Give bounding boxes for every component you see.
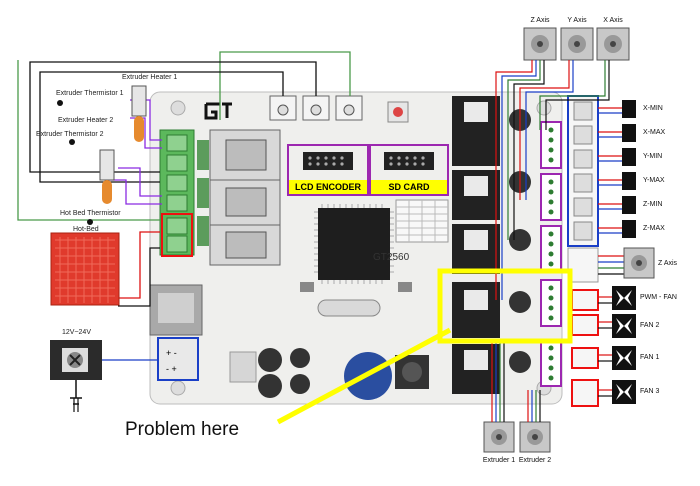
hot-bed-label: Hot-Bed: [73, 226, 99, 233]
extruder-thermistor-2-label: Extruder Thermistor 2: [36, 131, 104, 138]
z-axis-connector-right: [567, 247, 599, 283]
fan-label-1: FAN 1: [640, 354, 660, 361]
thermistor-1-icon: [57, 100, 63, 106]
endstop-label-x-min: X-MIN: [643, 105, 663, 112]
power-supply-label: 12V~24V: [62, 329, 91, 336]
problem-pointer-line: [276, 327, 452, 425]
extruder-heater-2-label: Extruder Heater 2: [58, 117, 114, 124]
thermistor-2-icon: [69, 139, 75, 145]
motor-label-z-axis: Z Axis: [530, 17, 550, 24]
fan-label-3: FAN 3: [640, 388, 660, 395]
fan-label-pwm: PWM - FAN: [640, 294, 677, 301]
sd-card-header: [369, 144, 449, 196]
hot-bed: [50, 232, 120, 306]
endstop-label-z-min: Z-MIN: [643, 201, 663, 208]
gt-logo: [204, 102, 232, 120]
endstop-label-x-max: X-MAX: [643, 129, 666, 136]
fan-icons: [612, 286, 636, 404]
endstop-switches: [622, 100, 636, 238]
motor-connectors: [540, 121, 562, 387]
hot-bed-thermistor-label: Hot Bed Thermistor: [60, 210, 121, 217]
stepper-motor-icon: [623, 247, 655, 279]
mount-hole: [170, 100, 186, 116]
mosfets: [209, 129, 281, 266]
svg-text:+ -: + -: [166, 348, 177, 358]
power-terminal: [157, 337, 199, 381]
power-supply: [50, 340, 102, 412]
motor-label-y-axis: Y Axis: [567, 17, 587, 24]
endstop-label-z-max: Z-MAX: [643, 225, 665, 232]
heater-cartridge-2: [99, 149, 115, 204]
motor-label-extruder-1: Extruder 1: [482, 457, 516, 464]
mcu-chip: [318, 208, 390, 280]
sd-card-label: SD CARD: [371, 180, 447, 194]
motor-label-z-axis-right: Z Axis: [658, 260, 678, 267]
stepper-motor-icon: [483, 421, 551, 453]
board-name-label: GT2560: [373, 252, 410, 263]
endstop-connectors: [567, 95, 599, 247]
top-connectors: [269, 95, 363, 121]
mount-hole: [536, 100, 552, 116]
heater-cartridge-1: [131, 85, 147, 142]
endstop-label-y-max: Y-MAX: [643, 177, 665, 184]
lcd-encoder-label: LCD ENCODER: [289, 180, 367, 194]
problem-highlight-box: [437, 268, 573, 344]
stepper-motor-icon: [523, 27, 630, 61]
hotbed-thermistor-icon: [87, 219, 93, 225]
lcd-encoder-header: [287, 144, 369, 196]
crystal: [317, 299, 381, 317]
mount-hole: [170, 380, 186, 396]
problem-annotation: Problem here: [125, 419, 240, 440]
motor-label-extruder-2: Extruder 2: [518, 457, 552, 464]
motor-label-x-axis: X Axis: [603, 17, 623, 24]
fan-label-2: FAN 2: [640, 322, 660, 329]
heater-terminals: [159, 129, 209, 257]
extruder-thermistor-1-label: Extruder Thermistor 1: [56, 90, 124, 97]
driver-slots: [452, 96, 500, 394]
svg-text:- +: - +: [166, 364, 177, 374]
endstop-label-y-min: Y-MIN: [643, 153, 663, 160]
extruder-heater-1-label: Extruder Heater 1: [122, 74, 178, 81]
fan-connectors: [571, 289, 599, 407]
